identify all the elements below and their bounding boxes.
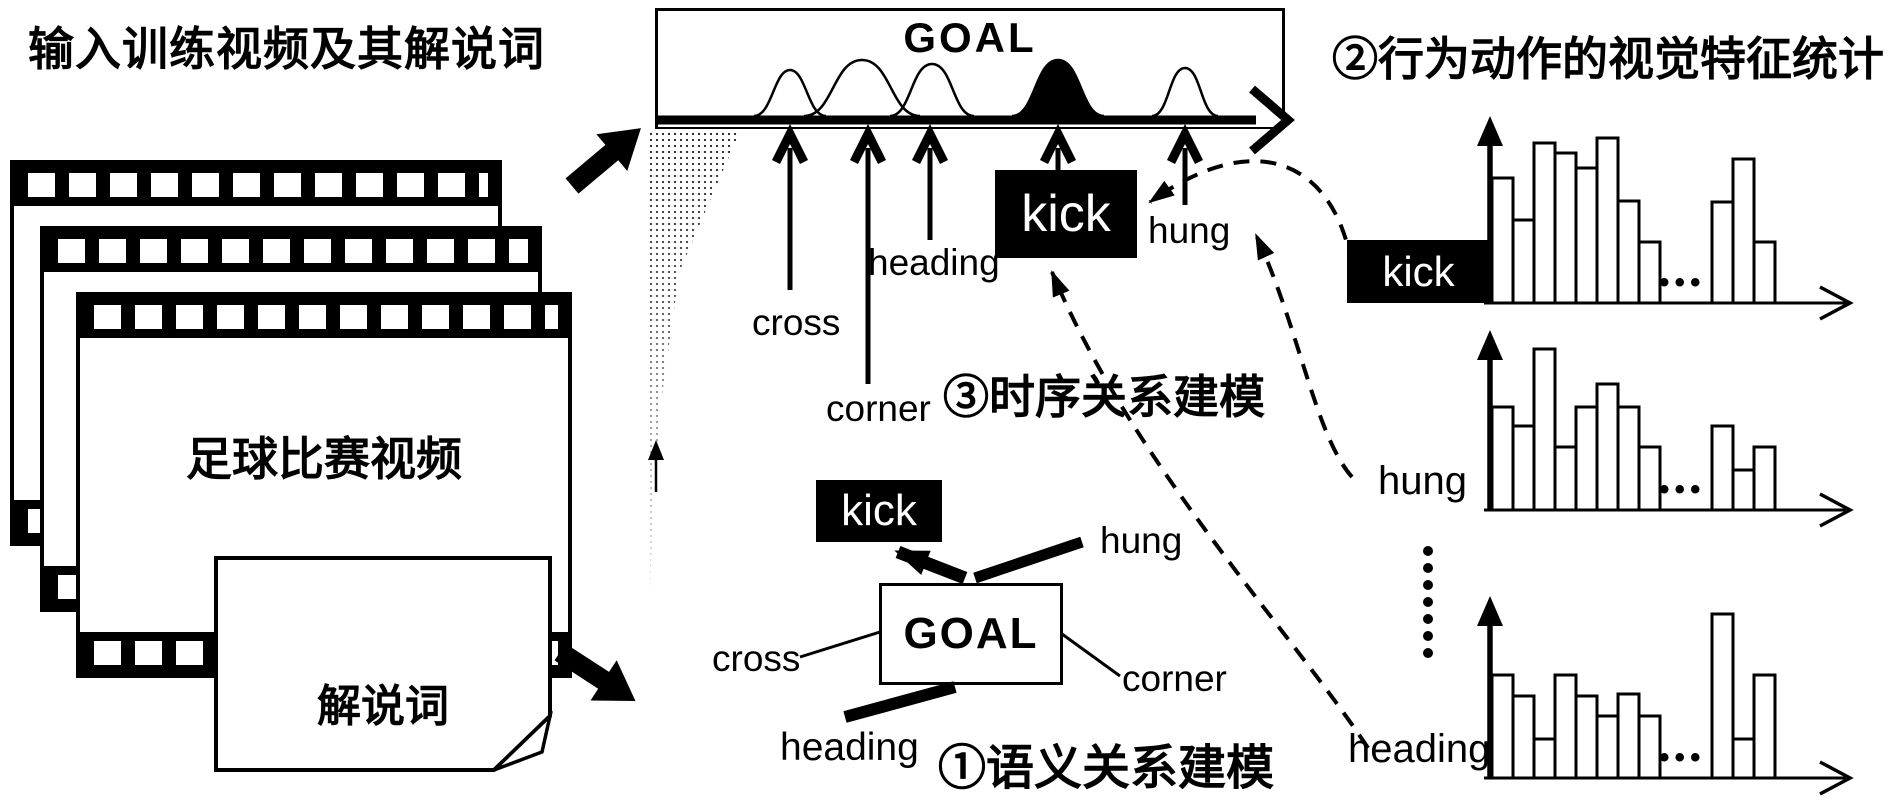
semantic-goal-box: GOAL <box>879 583 1063 685</box>
bar <box>1595 136 1620 305</box>
edge-goal-heading <box>843 681 957 723</box>
film-sprocket-row <box>44 230 538 272</box>
bar <box>1511 694 1536 780</box>
bar <box>1637 445 1662 512</box>
edge-goal-corner <box>1061 632 1121 678</box>
bar <box>1532 141 1557 305</box>
bar <box>1490 405 1515 512</box>
step1-semantic-modeling-label: ①语义关系建模 <box>938 742 1275 795</box>
film-sprocket-row <box>14 164 498 206</box>
bar <box>1731 737 1756 780</box>
heading-chart-label: heading <box>1348 727 1491 771</box>
bar <box>1490 176 1515 305</box>
bar <box>1752 240 1777 305</box>
bar <box>1752 673 1777 780</box>
histogram-bars <box>1490 136 1777 780</box>
bar <box>1616 405 1641 512</box>
timeline-corner-label: corner <box>826 388 931 429</box>
bar <box>1532 347 1557 512</box>
histogram-kick-label: kick <box>1382 247 1455 295</box>
bar <box>1511 424 1536 512</box>
bar <box>1616 692 1641 780</box>
histogram-kick-box: kick <box>1347 240 1490 303</box>
bar <box>1637 714 1662 780</box>
bar <box>1574 166 1599 305</box>
film-strip-front <box>76 292 572 678</box>
input-section-title: 输入训练视频及其解说词 <box>28 24 545 75</box>
bar <box>1532 737 1557 780</box>
heading-chart-gap-dots: ••• <box>1659 741 1706 774</box>
hung-chart-label: hung <box>1378 459 1467 503</box>
timeline-heading-label: heading <box>868 242 1000 283</box>
hung-chart-gap-dots: ••• <box>1659 473 1706 506</box>
timeline-kick-box: kick <box>995 170 1137 258</box>
bar <box>1553 673 1578 780</box>
semantic-cross-label: cross <box>712 638 801 679</box>
bar <box>1574 405 1599 512</box>
bar <box>1710 612 1735 780</box>
bar <box>1511 218 1536 305</box>
timeline-hung-label: hung <box>1148 210 1231 251</box>
edge-goal-hung <box>973 536 1084 584</box>
semantic-goal-label: GOAL <box>903 609 1039 658</box>
bar <box>1490 673 1515 780</box>
bar <box>1710 424 1735 512</box>
bar <box>1595 382 1620 512</box>
bar <box>1710 200 1735 305</box>
step3-temporal-modeling-label: ③时序关系建模 <box>943 372 1265 423</box>
kick-chart-gap-dots: ••• <box>1659 266 1706 299</box>
video-label: 足球比赛视频 <box>186 434 462 485</box>
bar <box>1553 151 1578 305</box>
semantic-kick-box: kick <box>816 480 942 542</box>
step2-visual-stats-title: ②行为动作的视觉特征统计 <box>1332 34 1884 85</box>
curve-hunghist-to-timeline <box>1254 233 1354 479</box>
semantic-kick-label: kick <box>841 486 917 535</box>
edge-goal-cross <box>799 630 881 659</box>
bar <box>1637 240 1662 305</box>
semantic-heading-label: heading <box>780 726 919 769</box>
bar <box>1731 468 1756 512</box>
bar <box>1752 445 1777 512</box>
timeline-goal-label: GOAL <box>903 14 1037 61</box>
histogram-axes <box>1477 116 1854 796</box>
transcript-label: 解说词 <box>317 682 449 731</box>
bar <box>1553 445 1578 512</box>
charts-vertical-ellipsis <box>1423 546 1433 658</box>
edge-goal-kick <box>894 545 968 585</box>
bar <box>1574 694 1599 780</box>
bar <box>1616 199 1641 305</box>
bar <box>1595 714 1620 780</box>
timeline-cross-label: cross <box>752 302 841 343</box>
bar <box>1731 157 1756 305</box>
film-sprocket-row <box>80 632 568 674</box>
semantic-hung-label: hung <box>1100 520 1183 561</box>
film-sprocket-row <box>80 296 568 338</box>
timeline-kick-label: kick <box>1021 185 1111 243</box>
semantic-corner-label: corner <box>1122 658 1227 699</box>
flow-arrow-video-to-timeline <box>565 128 641 194</box>
stipple-fade-wedge <box>648 131 740 601</box>
